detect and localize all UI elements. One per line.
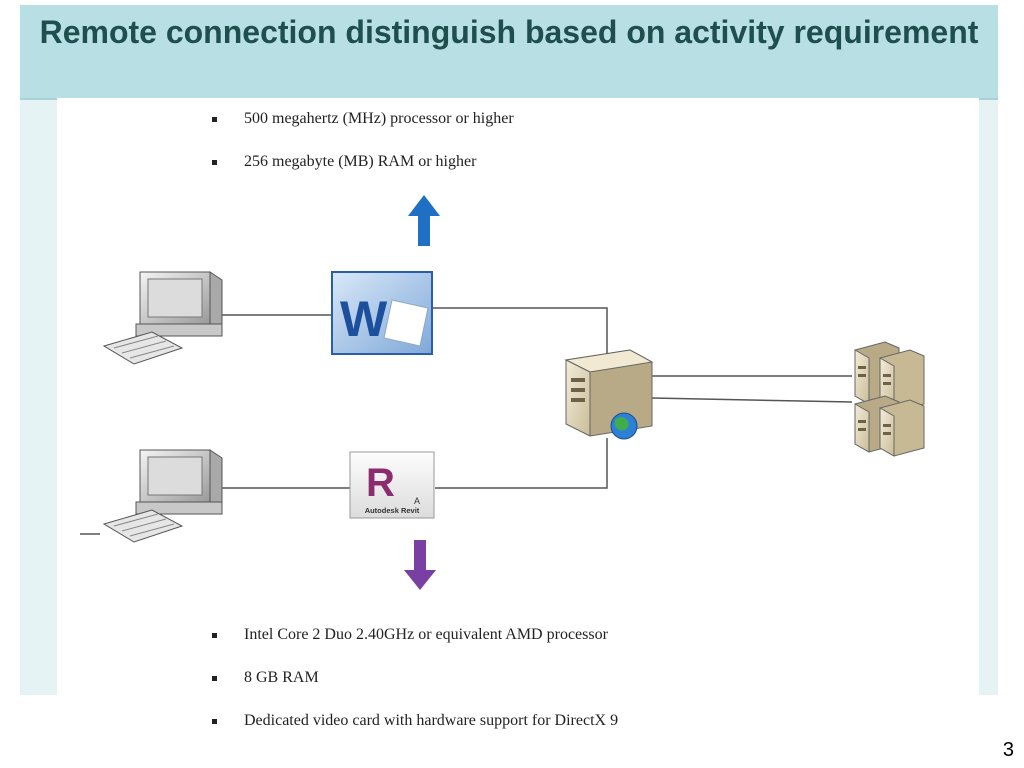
revit-caption: Autodesk Revit [365, 506, 420, 515]
arrow-up-icon [408, 195, 440, 246]
page-number: 3 [1002, 739, 1014, 761]
revit-letter: R [366, 461, 395, 505]
top-requirements-list: 500 megahertz (MHz) processor or higher … [212, 108, 514, 194]
slide-title: Remote connection distinguish based on a… [39, 14, 979, 50]
server-cluster-icon [854, 341, 925, 457]
microsoft-word-icon: W [331, 271, 433, 355]
desktop-computer-icon [102, 449, 223, 543]
line-server-cluster-2 [651, 397, 853, 403]
line-word-server [432, 307, 608, 370]
connection-lines [80, 307, 853, 535]
line-revit-server [435, 438, 608, 489]
requirement-item: 256 megabyte (MB) RAM or higher [212, 151, 514, 173]
requirement-item: 500 megahertz (MHz) processor or higher [212, 108, 514, 130]
autodesk-revit-icon: R A Autodesk Revit [349, 451, 435, 519]
arrow-down-icon [404, 540, 436, 590]
client-computer-top [102, 271, 223, 365]
server-globe-icon [564, 349, 654, 440]
revit-badge: A [414, 496, 420, 506]
bottom-requirements-list: Intel Core 2 Duo 2.40GHz or equivalent A… [212, 624, 618, 753]
word-letter: W [340, 291, 388, 347]
desktop-computer-icon [102, 271, 223, 365]
content-area [57, 98, 979, 695]
client-computer-bottom [102, 449, 223, 543]
requirement-item: Intel Core 2 Duo 2.40GHz or equivalent A… [212, 624, 618, 646]
title-band [20, 5, 998, 100]
requirement-item: 8 GB RAM [212, 667, 618, 689]
requirement-item: Dedicated video card with hardware suppo… [212, 710, 618, 732]
